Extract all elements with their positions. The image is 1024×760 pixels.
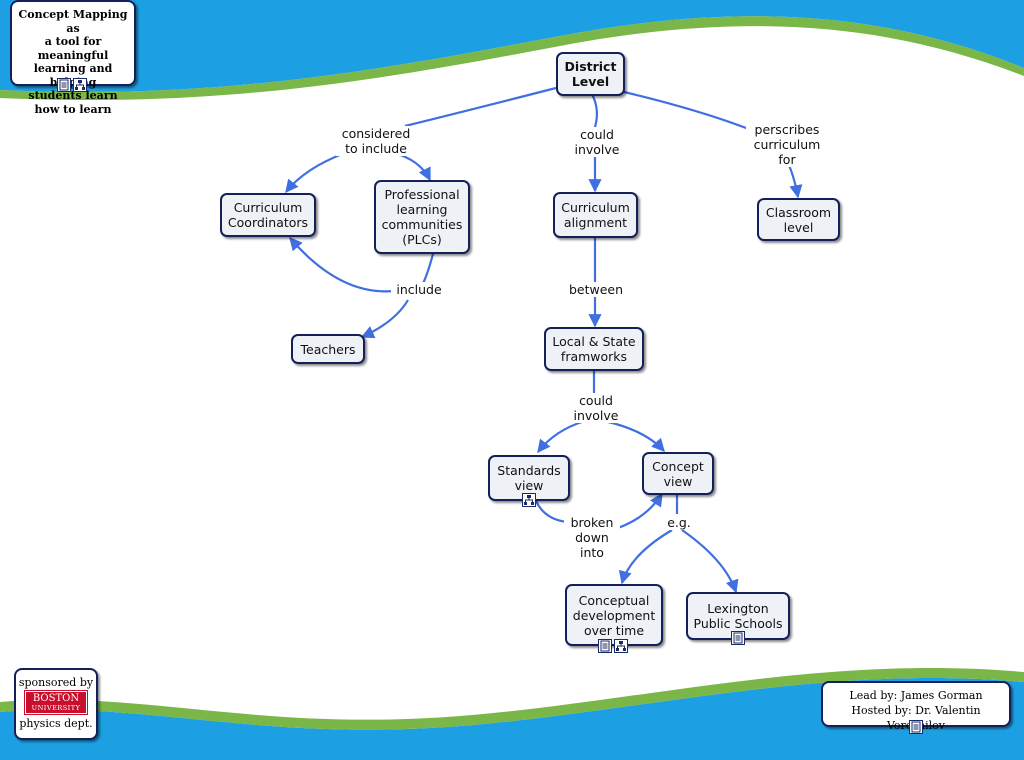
link-label-between: between <box>564 282 628 297</box>
concept-plcs[interactable]: Professional learning communities (PLCs) <box>374 180 470 254</box>
physics-dept-text: physics dept. <box>19 717 93 730</box>
link-district-perscribes <box>623 90 755 133</box>
link-district-considered <box>404 86 557 128</box>
link-considered-plcs <box>393 151 431 182</box>
link-label-could-involve-2: could involve <box>568 393 624 423</box>
concept-map-icon[interactable] <box>614 639 628 653</box>
concept-curriculum-alignment[interactable]: Curriculum alignment <box>553 192 638 238</box>
concept-map-icon[interactable] <box>522 493 536 507</box>
sponsored-by-text: sponsored by <box>18 676 94 689</box>
sponsor-box: sponsored by BOSTON UNIVERSITY physics d… <box>14 668 98 740</box>
link-could-involve-standards <box>537 419 586 454</box>
boston-university-logo: BOSTON UNIVERSITY <box>24 690 88 715</box>
concept-conceptual-development[interactable]: Conceptual development over time <box>565 584 663 646</box>
concept-map-icon[interactable] <box>73 78 87 92</box>
link-eg-lexington <box>681 529 739 594</box>
link-label-perscribes-curriculum-for: perscribes curriculum for <box>746 122 828 167</box>
link-eg-conceptual <box>618 529 673 585</box>
link-include-coordinators <box>289 237 395 293</box>
resource-list-icon[interactable] <box>909 720 923 734</box>
link-considered-coordinators <box>285 151 346 194</box>
concept-classroom-level[interactable]: Classroom level <box>757 198 840 241</box>
resource-list-icon[interactable] <box>598 639 612 653</box>
resource-list-icon[interactable] <box>57 78 71 92</box>
concept-concept-view[interactable]: Concept view <box>642 452 714 495</box>
link-label-considered-to-include: considered to include <box>336 126 416 156</box>
link-include-teachers <box>360 299 409 339</box>
link-could-involve-concept <box>603 419 665 452</box>
concept-teachers[interactable]: Teachers <box>291 334 365 364</box>
link-label-broken-down-into: broken down into <box>564 515 620 560</box>
link-label-eg: e.g. <box>661 515 697 530</box>
concept-local-state-frameworks[interactable]: Local & State framworks <box>544 327 644 371</box>
logo-line-boston: BOSTON <box>32 693 80 704</box>
lead-by-text: Lead by: James Gorman <box>849 689 983 702</box>
map-title-box: Concept Mapping as a tool for meaningful… <box>10 0 136 116</box>
concept-curriculum-coordinators[interactable]: Curriculum Coordinators <box>220 193 316 237</box>
link-label-include: include <box>391 282 447 297</box>
link-label-could-involve: could involve <box>569 127 625 157</box>
resource-list-icon[interactable] <box>731 631 745 645</box>
link-district-could-involve <box>591 93 599 128</box>
concept-district-level[interactable]: District Level <box>556 52 625 96</box>
logo-line-university: UNIVERSITY <box>31 704 81 712</box>
link-perscribes-classroom <box>787 164 803 199</box>
